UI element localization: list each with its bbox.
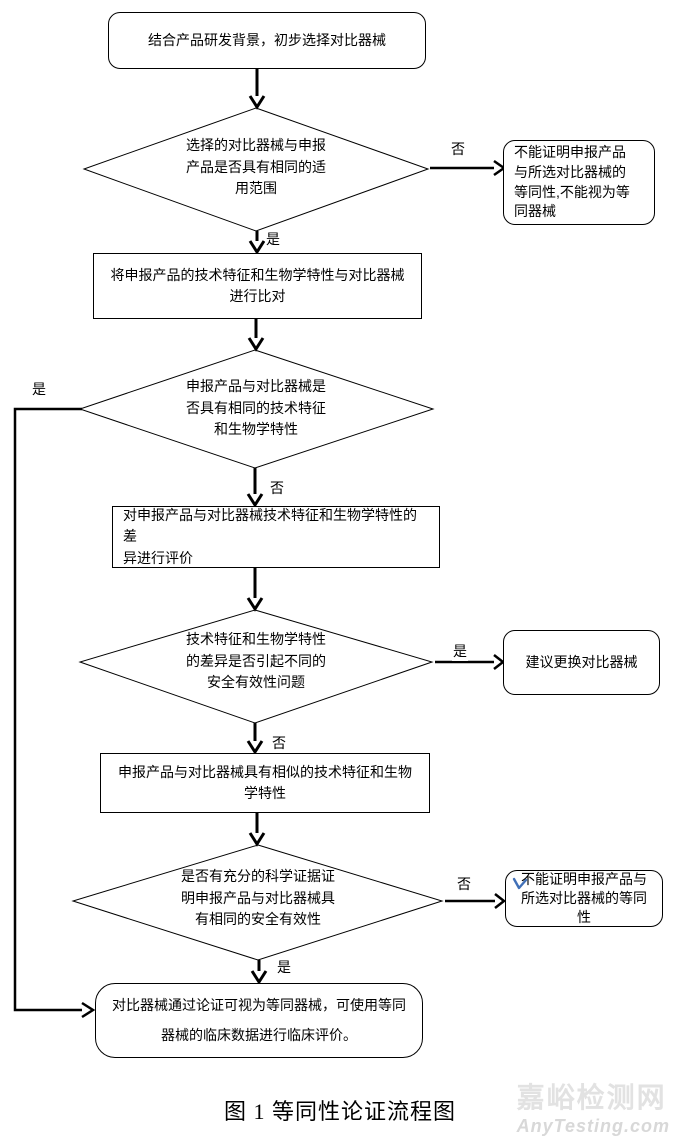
node-end: 对比器械通过论证可视为等同器械，可使用等同 器械的临床数据进行临床评价。	[95, 983, 423, 1058]
arrow-d2-yes	[13, 407, 82, 1012]
node-not-equivalent-full-label: 不能证明申报产品 与所选对比器械的 等同性,不能视为等 同器械	[514, 143, 630, 220]
decision-evidence-label: 是否有充分的科学证据证 明申报产品与对比器械具 有相同的安全有效性	[181, 868, 335, 928]
arrowhead-icon	[246, 493, 264, 508]
node-start-label: 结合产品研发背景，初步选择对比器械	[148, 31, 386, 48]
blue-check-icon	[512, 877, 528, 890]
decision-same-tech-label: 申报产品与对比器械是 否具有相同的技术特征 和生物学特性	[186, 378, 326, 438]
node-not-equivalent-short-label: 不能证明申报产品与 所选对比器械的等同 性	[521, 870, 647, 926]
branch-label-no-2: 否	[269, 478, 285, 498]
arrowhead-icon	[493, 654, 506, 670]
horizontal-arrows	[430, 159, 507, 909]
yes-branch-left	[13, 407, 96, 1019]
watermark-cn: 嘉峪检测网	[516, 1082, 667, 1113]
decision-scope-label: 选择的对比器械与申报 产品是否具有相同的适 用范围	[186, 137, 326, 197]
arrowhead-icon	[248, 832, 266, 847]
node-end-label: 对比器械通过论证可视为等同器械，可使用等同 器械的临床数据进行临床评价。	[112, 997, 406, 1043]
branch-label-yes-3: 是	[452, 641, 468, 661]
node-similar-label: 申报产品与对比器械具有相似的技术特征和生物 学特性	[118, 763, 412, 801]
watermark-en: AnyTesting.com	[516, 1116, 670, 1136]
arrowhead-icon	[246, 597, 264, 612]
branch-label-no-3: 否	[271, 733, 287, 753]
node-start: 结合产品研发背景，初步选择对比器械	[108, 12, 426, 69]
branch-label-no-4: 否	[456, 874, 472, 894]
node-change-comparator: 建议更换对比器械	[503, 630, 660, 695]
arrowhead-icon	[81, 1001, 96, 1019]
branch-label-yes-4: 是	[276, 957, 292, 977]
watermark: 嘉峪检测网 AnyTesting.com	[516, 1082, 670, 1136]
vertical-arrows	[246, 69, 268, 985]
arrowhead-icon	[246, 740, 264, 755]
decision-safety-issue-label: 技术特征和生物学特性 的差异是否引起不同的 安全有效性问题	[186, 631, 326, 691]
branch-label-no-1: 否	[450, 139, 466, 159]
node-not-equivalent-full: 不能证明申报产品 与所选对比器械的 等同性,不能视为等 同器械	[503, 140, 655, 225]
node-evaluate-diff-label: 对申报产品与对比器械技术特征和生物学特性的差 异进行评价	[123, 507, 417, 566]
node-change-comparator-label: 建议更换对比器械	[525, 653, 638, 670]
node-similar: 申报产品与对比器械具有相似的技术特征和生物 学特性	[100, 753, 430, 813]
branch-label-yes-2: 是	[31, 379, 47, 399]
node-evaluate-diff: 对申报产品与对比器械技术特征和生物学特性的差 异进行评价	[112, 506, 440, 568]
arrowhead-icon	[247, 337, 265, 352]
figure-caption: 图 1 等同性论证流程图	[223, 1099, 456, 1124]
node-compare-label: 将申报产品的技术特征和生物学特性与对比器械 进行比对	[110, 266, 405, 304]
branch-label-yes-1: 是	[265, 229, 281, 249]
arrowhead-icon	[494, 893, 507, 909]
node-compare: 将申报产品的技术特征和生物学特性与对比器械 进行比对	[93, 253, 422, 319]
arrowhead-icon	[250, 970, 268, 985]
node-not-equivalent-short: 不能证明申报产品与 所选对比器械的等同 性	[505, 870, 663, 927]
arrowhead-icon	[248, 95, 266, 110]
arrowhead-icon	[248, 240, 266, 255]
